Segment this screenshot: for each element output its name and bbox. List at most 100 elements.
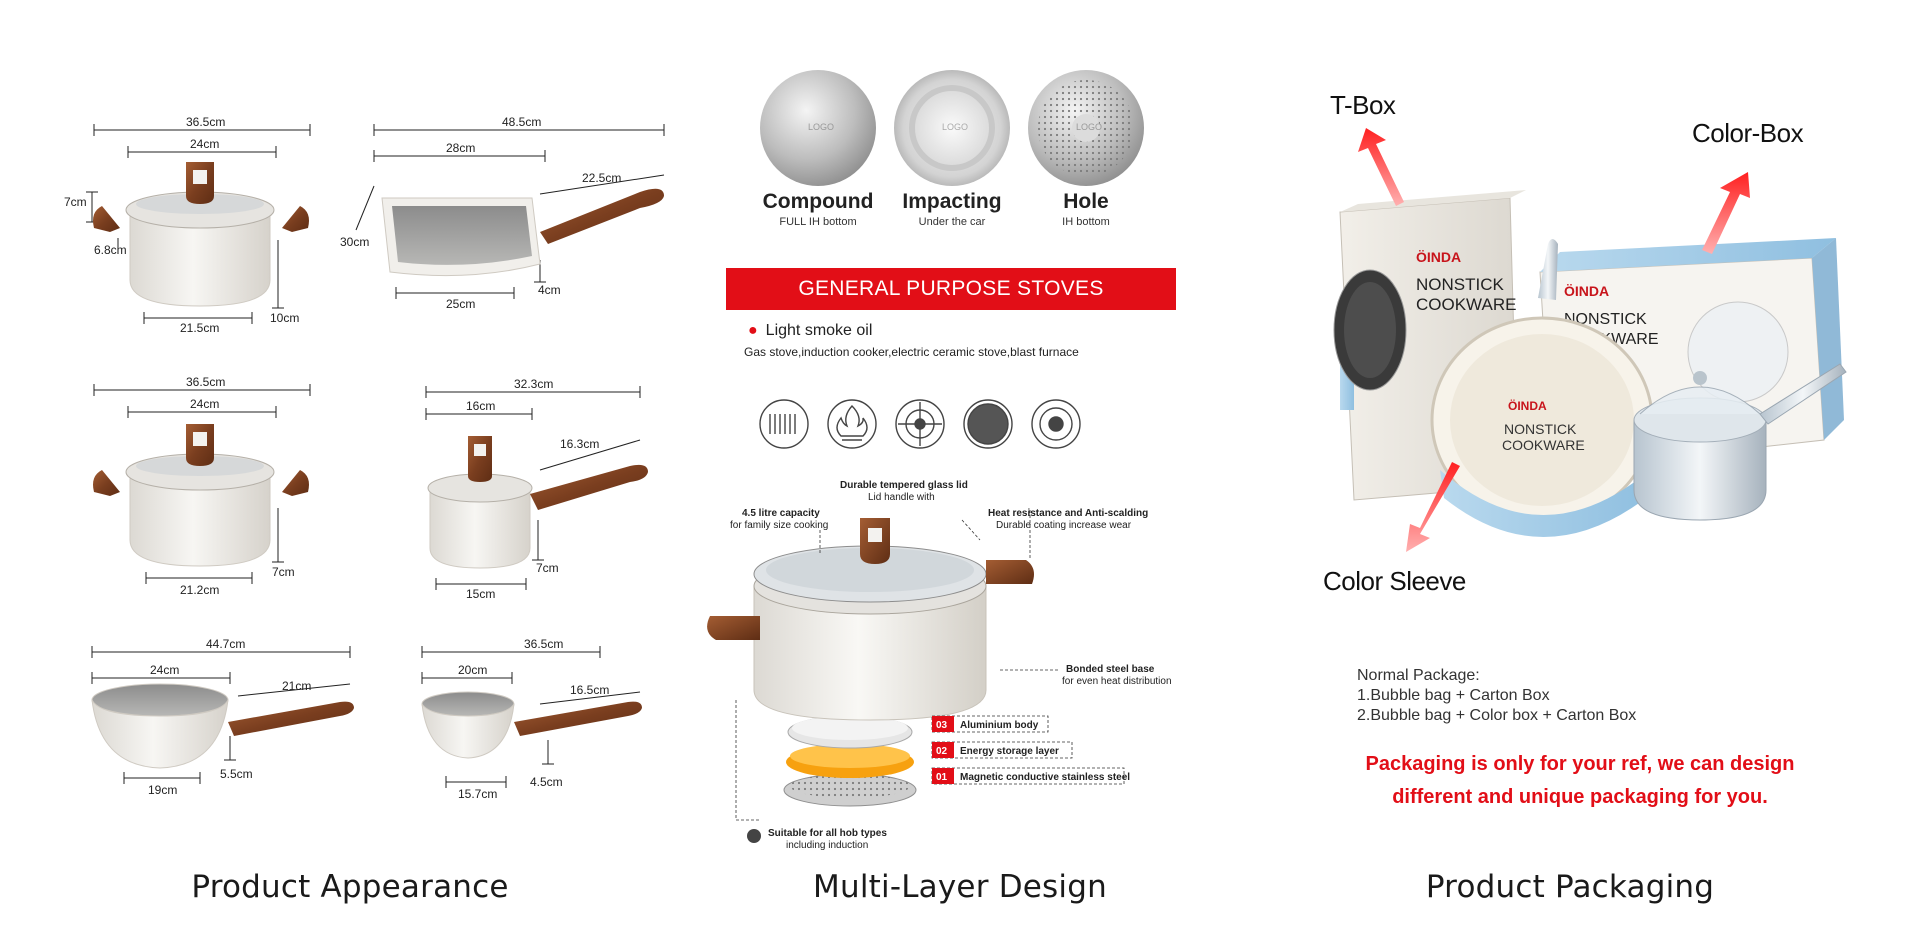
product-appearance-panel: 36.5cm 24cm 7cm 6.8cm 21.5cm 10cm 48.5cm… [0,0,700,947]
dim-label: 15.7cm [458,787,497,801]
bullet-icon: ● [748,322,758,339]
layer-label: Magnetic conductive stainless steel [960,772,1130,783]
disc-logo: LOGO [1076,122,1102,132]
dim-label: 7cm [272,565,295,579]
dim-label: 6.8cm [94,243,127,257]
annot-lid-sub: Lid handle with [868,492,935,503]
stockpot-2 [93,384,311,584]
dim-label: 7cm [536,561,559,575]
layer-badge-01: 01 Magnetic conductive stainless steel [932,768,1130,784]
annot-base-title: Bonded steel base [1066,664,1155,675]
dim-label: 36.5cm [524,637,563,651]
svg-text:COOKWARE: COOKWARE [1416,295,1516,314]
saucepan-chrome [1633,363,1847,521]
annot-hob-sub: including induction [786,840,868,851]
color-sleeve: ÖINDA NONSTICK COOKWARE [1430,239,1654,537]
annot-cap-sub: for family size cooking [730,520,828,531]
bottom-impacting: LOGO [894,70,1010,186]
svg-text:COOKWARE: COOKWARE [1502,437,1585,453]
annot-hob-title: Suitable for all hob types [768,828,887,839]
t-box-arrow [1358,128,1404,206]
color-box-label: Color-Box [1692,118,1804,148]
svg-text:NONSTICK: NONSTICK [1416,275,1505,294]
annot-base-sub: for even heat distribution [1062,676,1172,687]
t-box-label: T-Box [1330,90,1396,120]
bottom-compound-label: Compound FULL IH bottom [762,190,874,228]
svg-text:02: 02 [936,746,948,757]
saucepan [425,386,641,590]
dim-label: 21cm [282,679,311,693]
dim-label: 21.2cm [180,583,219,597]
dim-label: 4.5cm [530,775,563,789]
multilayer-drawings: LOGO LOGO LOGO [707,70,1172,851]
dim-label: 21.5cm [180,321,219,335]
normal-package-info: Normal Package: 1.Bubble bag + Carton Bo… [1357,667,1637,724]
dim-label: 7cm [64,195,87,209]
fry-pan [421,646,641,788]
stockpot-1 [86,124,311,324]
color-sleeve-arrow [1406,462,1460,552]
annot-heat-title: Heat resistance and Anti-scalding [988,508,1148,519]
layer-badge-03: 03 Aluminium body [932,716,1039,732]
stoves-banner: GENERAL PURPOSE STOVES [726,268,1176,310]
layer-label: Energy storage layer [960,746,1059,757]
grill-pan [355,124,665,299]
svg-text:ÖINDA: ÖINDA [1564,283,1609,299]
dim-label: 4cm [538,283,561,297]
svg-text:ÖINDA: ÖINDA [1508,398,1547,413]
dim-label: 22.5cm [582,171,621,185]
color-sleeve-label: Color Sleeve [1323,566,1466,596]
product-packaging-panel: ÖINDA NONSTICK COOKWARE ÖINDA NONSTICK C… [1220,0,1920,947]
multi-layer-panel: LOGO LOGO LOGO [700,0,1220,947]
svg-text:NONSTICK: NONSTICK [1504,421,1577,437]
dim-label: 44.7cm [206,637,245,651]
svg-text:ÖINDA: ÖINDA [1416,249,1461,265]
dim-label: 16cm [466,399,495,413]
dim-label: 24cm [190,137,219,151]
dim-label: 28cm [446,141,475,155]
dim-label: 24cm [150,663,179,677]
layer-badge-02: 02 Energy storage layer [932,742,1059,758]
annot-lid-title: Durable tempered glass lid [840,480,968,491]
dim-label: 24cm [190,397,219,411]
induction-icon [1031,399,1081,449]
dim-label: 10cm [270,311,299,325]
color-box-arrow [1702,172,1750,254]
bottom-hole: LOGO [1028,70,1144,186]
dim-label: 16.5cm [570,683,609,697]
disc-logo: LOGO [808,122,834,132]
wok [91,646,351,784]
multilayer-caption: Multi-Layer Design [813,869,1107,905]
bottom-hole-label: Hole IH bottom [1062,190,1110,228]
dim-label: 16.3cm [560,437,599,451]
appearance-caption: Product Appearance [191,869,509,905]
layer-label: Aluminium body [960,720,1039,731]
pot-exploded-view [707,518,1034,807]
dim-label: 20cm [458,663,487,677]
smoke-oil-note: ●Light smoke oil [748,322,873,339]
dim-label: 5.5cm [220,767,253,781]
bottom-impacting-label: Impacting Under the car [902,190,1002,228]
dim-label: 15cm [466,587,495,601]
appearance-drawings: 36.5cm 24cm 7cm 6.8cm 21.5cm 10cm 48.5cm… [64,115,665,801]
packaging-notice: Packaging is only for your ref, we can d… [1365,753,1795,808]
dim-label: 30cm [340,235,369,249]
svg-text:NONSTICK: NONSTICK [1564,311,1647,328]
annot-heat-sub: Durable coating increase wear [996,520,1132,531]
packaging-caption: Product Packaging [1425,869,1715,905]
bottom-compound: LOGO [760,70,876,186]
dim-label: 48.5cm [502,115,541,129]
flame-icon [827,399,877,449]
coil-stove-icon [759,399,809,449]
dim-label: 32.3cm [514,377,553,391]
dim-label: 36.5cm [186,375,225,389]
dim-label: 25cm [446,297,475,311]
disc-logo: LOGO [942,122,968,132]
gas-burner-icon [895,399,945,449]
svg-text:01: 01 [936,772,948,783]
packaging-drawing: ÖINDA NONSTICK COOKWARE ÖINDA NONSTICK C… [1333,128,1847,552]
dim-label: 19cm [148,783,177,797]
svg-text:03: 03 [936,720,948,731]
ceramic-hob-icon [963,399,1013,449]
dim-label: 36.5cm [186,115,225,129]
